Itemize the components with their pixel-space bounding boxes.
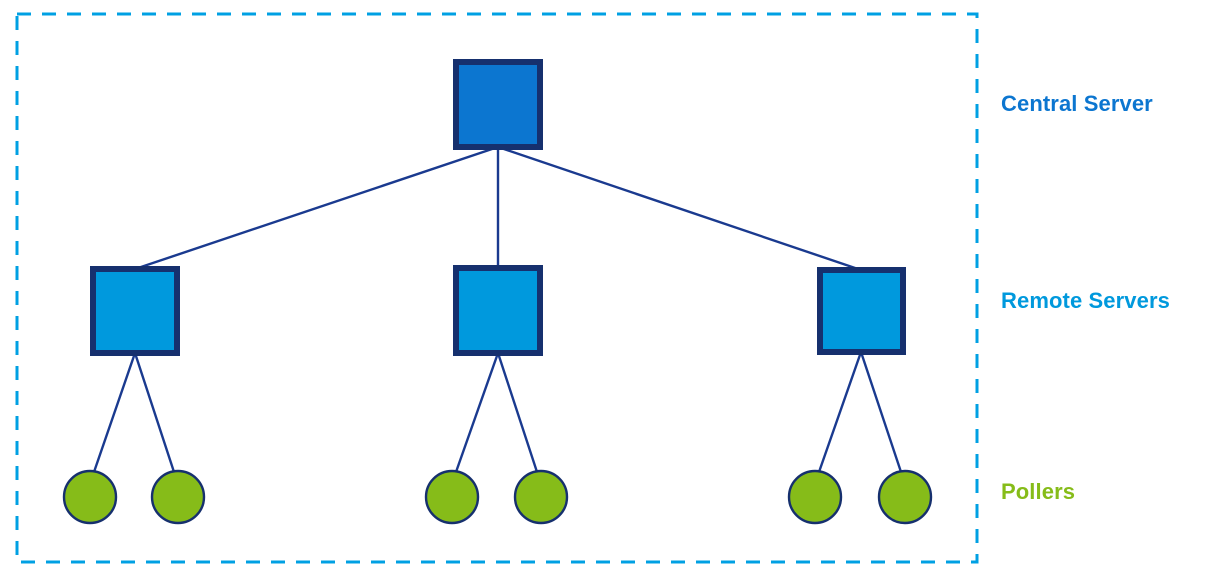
remote-server-node-2[interactable] xyxy=(453,265,543,356)
link-remote-3-to-poller-5 xyxy=(817,351,863,473)
link-central-to-remote-3 xyxy=(497,145,862,272)
poller-node-5[interactable] xyxy=(787,469,843,525)
remote-server-node-3[interactable] xyxy=(817,267,906,355)
poller-node-1[interactable] xyxy=(62,469,118,525)
deployment-boundary-layer xyxy=(15,12,979,564)
deployment-boundary xyxy=(15,12,979,564)
node-layer xyxy=(62,59,933,525)
link-remote-2-to-poller-4 xyxy=(496,352,539,473)
link-remote-3-to-poller-6 xyxy=(859,351,903,473)
connector-layer xyxy=(92,145,903,473)
remote-server-node-1[interactable] xyxy=(90,266,180,356)
poller-node-3[interactable] xyxy=(424,469,480,525)
central-server-node[interactable] xyxy=(453,59,543,150)
link-central-to-remote-1 xyxy=(134,145,499,271)
link-remote-1-to-poller-2 xyxy=(133,352,176,473)
poller-node-6[interactable] xyxy=(877,469,933,525)
link-remote-2-to-poller-3 xyxy=(454,352,500,473)
tier-label-remote-servers: Remote Servers xyxy=(1001,288,1170,313)
tier-label-pollers: Pollers xyxy=(1001,479,1076,504)
tier-label-central-server: Central Server xyxy=(1001,91,1153,116)
poller-node-4[interactable] xyxy=(513,469,569,525)
poller-node-2[interactable] xyxy=(150,469,206,525)
link-remote-1-to-poller-1 xyxy=(92,352,137,473)
